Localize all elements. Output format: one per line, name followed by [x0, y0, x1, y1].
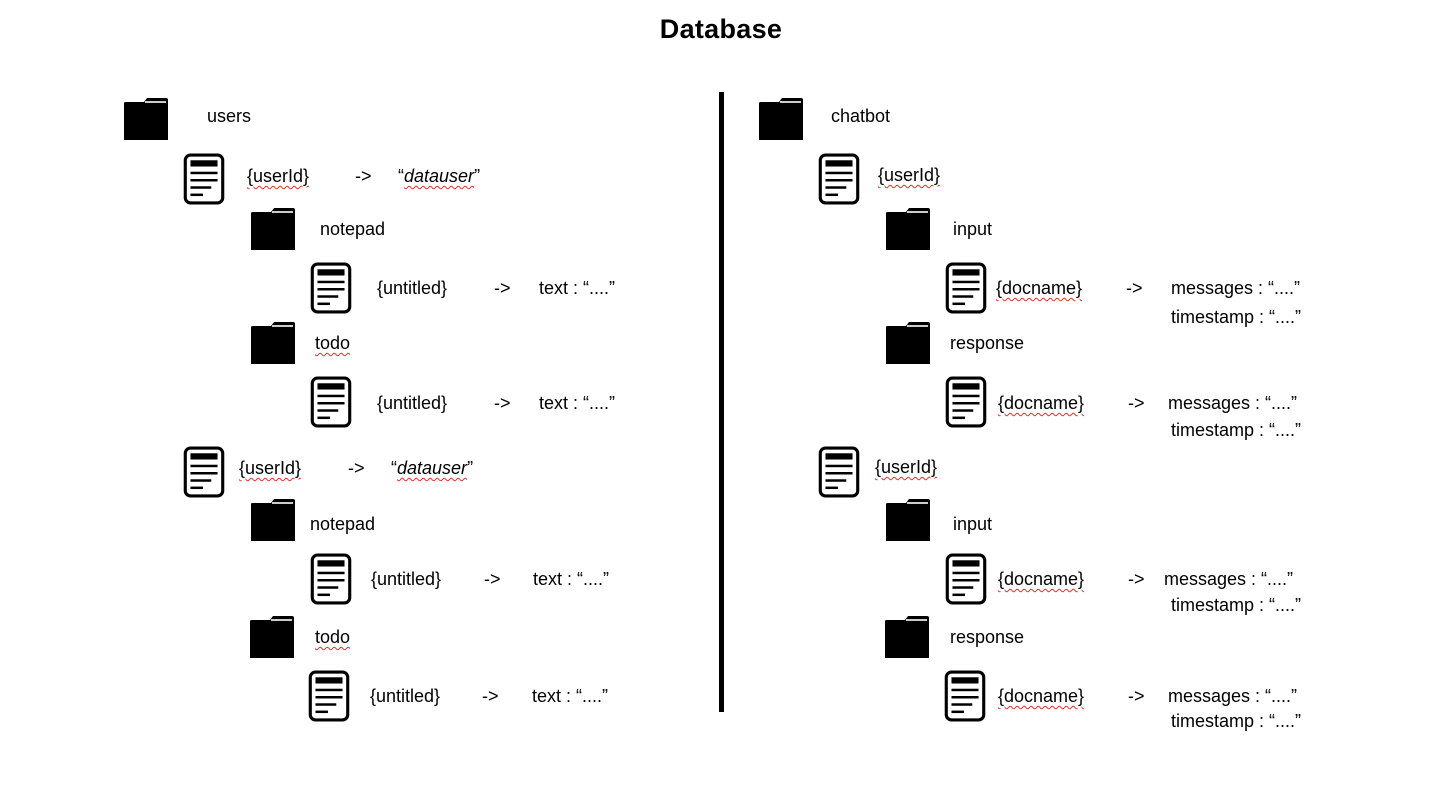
- doc-key-untitled: {untitled}: [370, 686, 441, 706]
- doc-value: “datauser”: [391, 457, 473, 479]
- document-icon: [818, 153, 860, 205]
- collection-label-users: users: [207, 106, 252, 126]
- document-icon: [945, 262, 987, 314]
- doc-field-messages: messages : “....”: [1168, 686, 1298, 706]
- quote-open: “: [398, 166, 404, 186]
- folder-icon: [250, 321, 296, 365]
- collection-label-response: response: [950, 627, 1025, 647]
- doc-key-userid: {userId}: [239, 458, 302, 478]
- folder-icon: [123, 97, 169, 141]
- doc-field-messages: messages : “....”: [1171, 278, 1301, 298]
- document-icon: [310, 553, 352, 605]
- collection-label-notepad: notepad: [320, 219, 386, 239]
- column-divider: [719, 92, 724, 712]
- collection-label-todo: todo: [315, 333, 351, 353]
- arrow: ->: [494, 278, 511, 298]
- doc-key-untitled: {untitled}: [377, 278, 448, 298]
- arrow: ->: [1128, 393, 1145, 413]
- folder-icon: [885, 321, 931, 365]
- doc-field-messages: messages : “....”: [1164, 569, 1294, 589]
- folder-icon: [758, 97, 804, 141]
- doc-key-docname: {docname}: [998, 393, 1085, 413]
- doc-field-text: text : “....”: [533, 569, 610, 589]
- doc-key-untitled: {untitled}: [377, 393, 448, 413]
- document-icon: [818, 446, 860, 498]
- arrow: ->: [484, 569, 501, 589]
- diagram-title: Database: [659, 14, 783, 44]
- doc-key-userid: {userId}: [247, 166, 310, 186]
- quote-close: ”: [474, 166, 481, 186]
- arrow: ->: [1128, 569, 1145, 589]
- collection-label-input: input: [953, 219, 993, 239]
- arrow: ->: [482, 686, 499, 706]
- doc-key-docname: {docname}: [998, 686, 1085, 706]
- quote-open: “: [391, 458, 397, 478]
- collection-label-response: response: [950, 333, 1025, 353]
- doc-field-messages: messages : “....”: [1168, 393, 1298, 413]
- doc-field-timestamp: timestamp : “....”: [1171, 595, 1302, 615]
- document-icon: [308, 670, 350, 722]
- folder-icon: [250, 207, 296, 251]
- collection-label-todo: todo: [315, 627, 351, 647]
- folder-icon: [885, 498, 931, 542]
- doc-field-timestamp: timestamp : “....”: [1171, 420, 1302, 440]
- collection-label-input: input: [953, 514, 993, 534]
- quote-close: ”: [467, 458, 474, 478]
- document-icon: [183, 153, 225, 205]
- folder-icon: [250, 498, 296, 542]
- doc-key-untitled: {untitled}: [371, 569, 442, 589]
- doc-value: “datauser”: [398, 165, 480, 187]
- collection-label-notepad: notepad: [310, 514, 376, 534]
- doc-key-docname: {docname}: [996, 278, 1083, 298]
- document-icon: [944, 670, 986, 722]
- doc-value-text: datauser: [404, 166, 475, 186]
- doc-value-text: datauser: [397, 458, 468, 478]
- doc-field-timestamp: timestamp : “....”: [1171, 307, 1302, 327]
- arrow: ->: [1128, 686, 1145, 706]
- document-icon: [183, 446, 225, 498]
- document-icon: [945, 376, 987, 428]
- document-icon: [310, 262, 352, 314]
- doc-field-text: text : “....”: [539, 393, 616, 413]
- collection-label-chatbot: chatbot: [831, 106, 891, 126]
- doc-field-text: text : “....”: [539, 278, 616, 298]
- doc-key-userid: {userId}: [875, 457, 938, 477]
- arrow: ->: [494, 393, 511, 413]
- doc-key-docname: {docname}: [998, 569, 1085, 589]
- arrow: ->: [1126, 278, 1143, 298]
- folder-icon: [885, 207, 931, 251]
- doc-field-timestamp: timestamp : “....”: [1171, 711, 1302, 731]
- folder-icon: [884, 615, 930, 659]
- arrow: ->: [348, 458, 365, 478]
- folder-icon: [249, 615, 295, 659]
- document-icon: [945, 553, 987, 605]
- document-icon: [310, 376, 352, 428]
- doc-field-text: text : “....”: [532, 686, 609, 706]
- doc-key-userid: {userId}: [878, 165, 941, 185]
- arrow: ->: [355, 166, 372, 186]
